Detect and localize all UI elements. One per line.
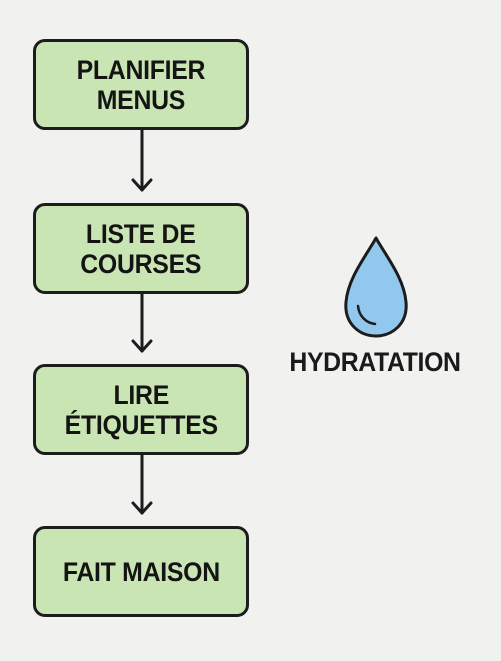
- step-homemade: FAIT MAISON: [33, 526, 249, 617]
- step-label: LISTE DE COURSES: [80, 218, 202, 279]
- step-label: LIRE ÉTIQUETTES: [64, 379, 218, 440]
- step-plan-menus: PLANIFIER MENUS: [33, 39, 249, 130]
- water-drop-icon: [344, 236, 408, 338]
- step-shopping-list: LISTE DE COURSES: [33, 203, 249, 294]
- arrow-3-to-4: [131, 453, 153, 515]
- arrow-2-to-3: [131, 292, 153, 353]
- hydration-label: HYDRATATION: [289, 347, 461, 377]
- step-label: PLANIFIER MENUS: [76, 54, 206, 115]
- step-read-labels: LIRE ÉTIQUETTES: [33, 364, 249, 455]
- step-label: FAIT MAISON: [62, 556, 220, 587]
- arrow-1-to-2: [131, 128, 153, 192]
